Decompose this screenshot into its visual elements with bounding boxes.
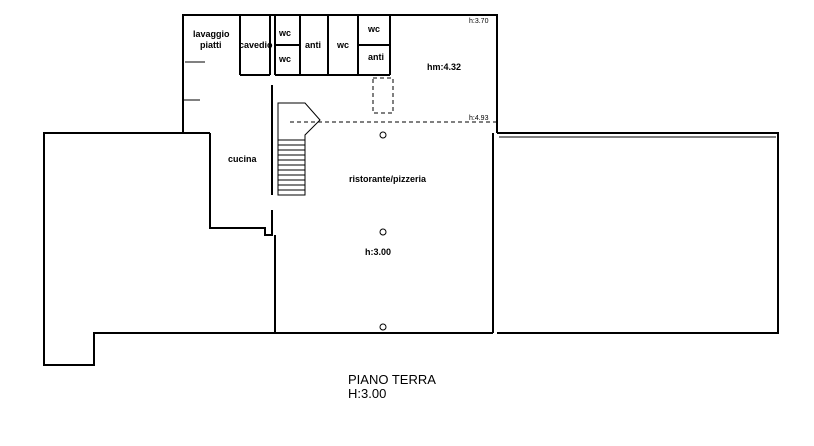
- column-marker: [379, 323, 387, 331]
- room-label-wc: wc: [367, 24, 380, 34]
- height-note: hm:4.32: [427, 62, 461, 72]
- room-label-cucina: cucina: [228, 154, 258, 164]
- plan-height: H:3.00: [348, 386, 386, 401]
- height-note: h:3.70: [469, 18, 489, 25]
- plan-title: PIANO TERRA: [348, 372, 436, 387]
- room-label-piatti: piatti: [200, 40, 222, 50]
- room-label-cavedio: cavedio: [239, 40, 273, 50]
- kitchen-walls: [209, 133, 273, 236]
- room-label-anti: anti: [368, 52, 384, 62]
- room-label-wc: wc: [336, 40, 349, 50]
- room-label-anti: anti: [305, 40, 321, 50]
- room-label-wc: wc: [278, 28, 291, 38]
- column-marker: [379, 131, 387, 139]
- height-note: h:3.00: [365, 247, 391, 257]
- room-label-lavaggio: lavaggio: [193, 29, 230, 39]
- staircase-outline: [277, 102, 321, 196]
- right-annex-outline: [497, 132, 779, 334]
- room-label-ristorante: ristorante/pizzeria: [349, 174, 427, 184]
- staircase-steps: [278, 139, 305, 191]
- left-annex-outline: [43, 132, 275, 366]
- column-marker: [379, 228, 387, 236]
- dashed-void: [372, 77, 394, 114]
- height-note: h:4.93: [469, 115, 489, 122]
- main-building-outline: [182, 14, 498, 133]
- room-label-wc: wc: [278, 54, 291, 64]
